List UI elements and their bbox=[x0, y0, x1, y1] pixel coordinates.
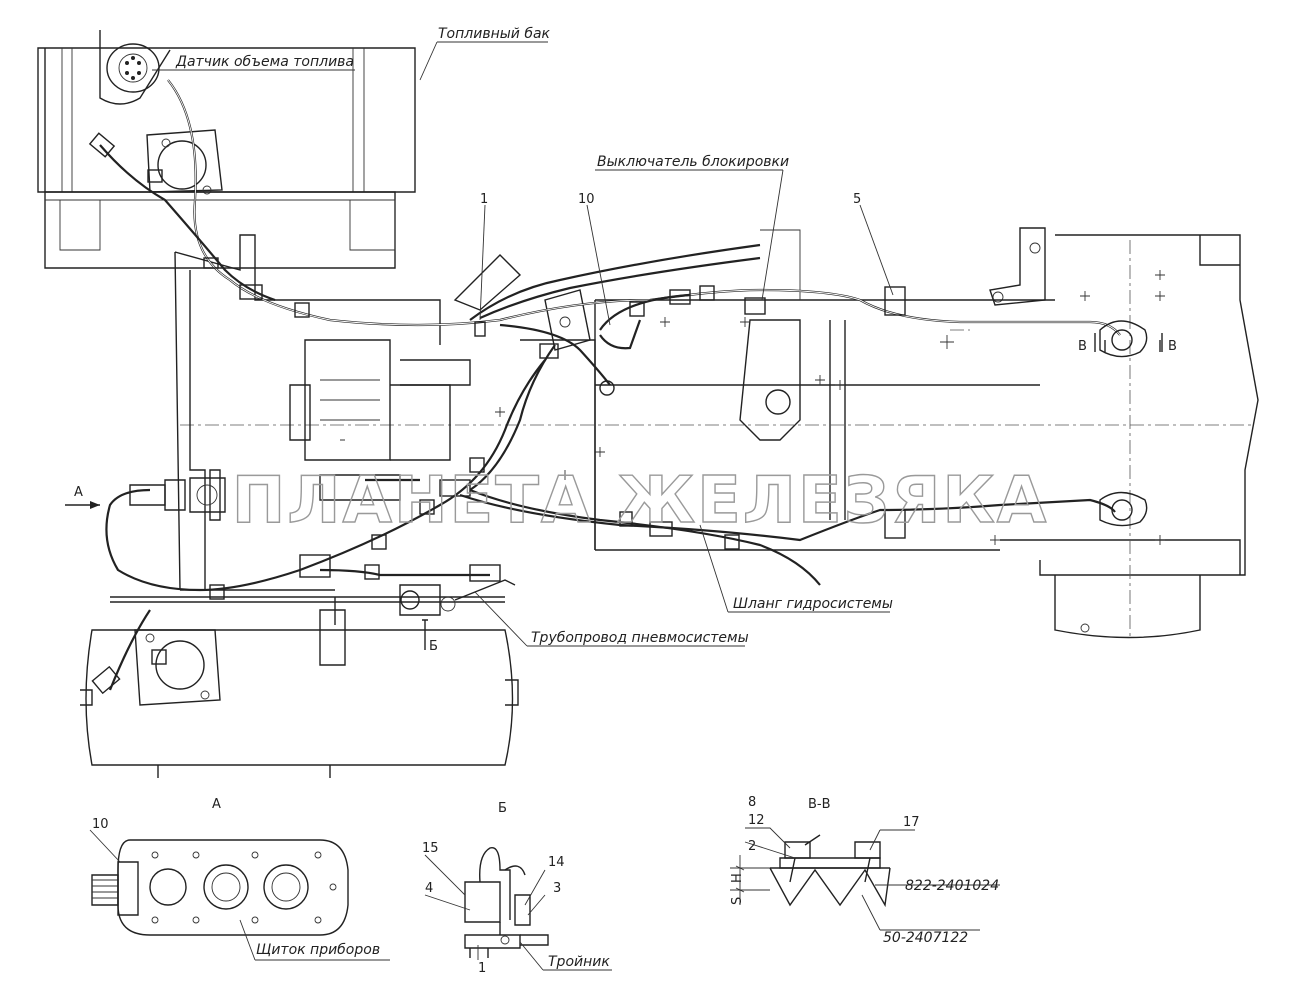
dimension-s: S bbox=[730, 897, 745, 905]
label-hydraulic-hose: Шланг гидросистемы bbox=[733, 596, 893, 612]
callout-8: 8 bbox=[748, 795, 756, 810]
callout-3: 3 bbox=[553, 881, 561, 896]
detail-vv-title: В-В bbox=[808, 797, 831, 812]
callout-14: 14 bbox=[548, 855, 565, 870]
harness-clamps bbox=[88, 132, 906, 695]
callout-12: 12 bbox=[748, 813, 765, 828]
callout-10-a: 10 bbox=[92, 817, 109, 832]
watermark: ПЛАНЕТА ЖЕЛЕЗЯКА bbox=[232, 464, 1049, 538]
label-pneumatic-pipe: Трубопровод пневмосистемы bbox=[531, 630, 749, 646]
view-b-arrow: Б bbox=[429, 639, 438, 654]
label-instrument-panel: Щиток приборов bbox=[256, 942, 380, 958]
callout-5-top: 5 bbox=[853, 192, 861, 207]
callout-1-top: 1 bbox=[480, 192, 488, 207]
view-a-arrow: А bbox=[74, 485, 83, 500]
callout-15: 15 bbox=[422, 841, 439, 856]
view-v-right: В bbox=[1168, 339, 1177, 354]
detail-vv-section bbox=[730, 834, 891, 908]
label-fuel-sensor: Датчик объема топлива bbox=[175, 54, 354, 70]
vehicle-frame bbox=[180, 227, 1259, 640]
label-tee: Тройник bbox=[548, 954, 610, 970]
detail-a-panel bbox=[91, 839, 349, 936]
detail-a-title: А bbox=[212, 797, 221, 812]
bolt-marks bbox=[495, 270, 1165, 545]
view-v-left: В bbox=[1078, 339, 1087, 354]
air-receiver bbox=[80, 579, 519, 778]
flange-sensors bbox=[1099, 320, 1161, 527]
callout-1-b: 1 bbox=[478, 961, 486, 976]
detail-b-tee bbox=[464, 846, 549, 958]
label-part-50: 50-2407122 bbox=[883, 930, 968, 946]
callout-2: 2 bbox=[748, 839, 756, 854]
dimension-h: H bbox=[730, 873, 745, 883]
wire-harness bbox=[99, 79, 1121, 691]
instrument-connector bbox=[129, 477, 226, 513]
view-arrows bbox=[65, 333, 1163, 650]
gearbox-assembly bbox=[174, 234, 596, 591]
leader-lines bbox=[89, 41, 1000, 971]
callout-17: 17 bbox=[903, 815, 920, 830]
label-fuel-tank: Топливный бак bbox=[438, 26, 551, 42]
callout-4: 4 bbox=[425, 881, 433, 896]
label-lock-switch: Выключатель блокировки bbox=[597, 154, 789, 170]
detail-b-title: Б bbox=[498, 801, 507, 816]
fuel-tank bbox=[37, 30, 416, 269]
callout-10-top: 10 bbox=[578, 192, 595, 207]
label-part-822: 822-2401024 bbox=[905, 878, 999, 894]
